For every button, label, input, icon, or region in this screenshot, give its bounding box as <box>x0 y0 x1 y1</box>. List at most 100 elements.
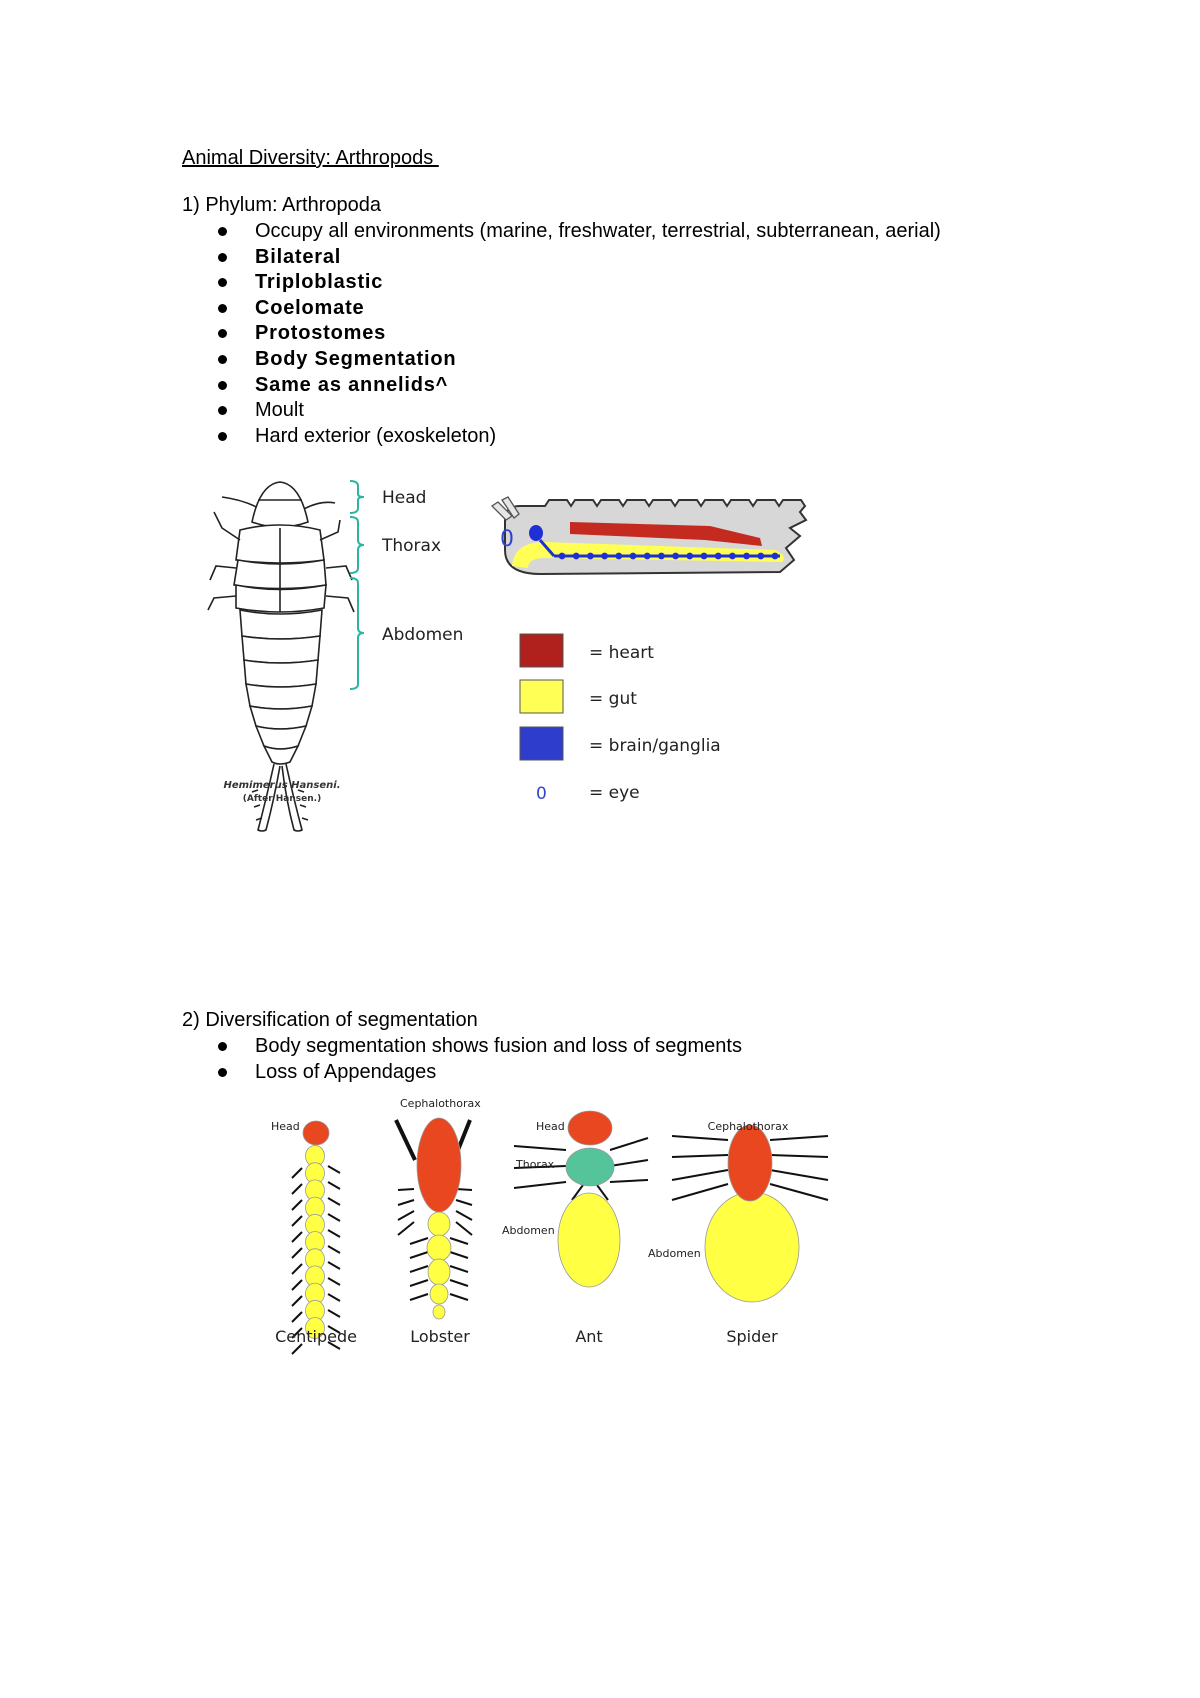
ganglion-dot <box>658 552 665 560</box>
bullet-text: Body Segmentation <box>255 347 457 370</box>
bullet-text: Moult <box>255 399 304 422</box>
legend-label: = brain/ganglia <box>589 736 721 756</box>
appendage-line <box>513 1181 567 1189</box>
appendage-line <box>327 1165 341 1174</box>
legend-label: = gut <box>589 689 637 709</box>
appendage-line <box>291 1215 303 1227</box>
bullet-dot-icon <box>218 278 227 288</box>
appendage-line <box>609 1179 649 1183</box>
head-label: Head <box>382 488 426 508</box>
ganglion-dot <box>629 552 637 560</box>
appendage-line <box>769 1183 829 1201</box>
appendage-line <box>455 1188 473 1191</box>
legend-label: = heart <box>589 643 654 663</box>
body-segment <box>429 1283 449 1305</box>
appendage-line <box>596 1184 609 1201</box>
legend-swatch <box>519 726 564 761</box>
appendage-line <box>291 1231 303 1243</box>
ganglion-dot <box>615 552 623 560</box>
appendage-line <box>769 1154 829 1158</box>
appendage-line <box>769 1135 829 1141</box>
bullet-text: Bilateral <box>255 245 342 268</box>
bullet-item: Occupy all environments (marine, freshwa… <box>210 219 941 245</box>
heart-shape <box>570 522 762 546</box>
section-heading-segmentation: 2) Diversification of segmentation <box>182 1009 478 1031</box>
bullet-text: Occupy all environments (marine, freshwa… <box>255 220 941 242</box>
insect-caption-species: Hemimerus Hanseni. <box>223 780 340 791</box>
appendage-line <box>449 1265 469 1273</box>
body-segment <box>427 1258 451 1286</box>
ant-head-label: Head <box>536 1120 565 1133</box>
bullet-text: Same as annelids^ <box>255 373 449 396</box>
appendage-line <box>409 1279 429 1287</box>
appendage-line <box>397 1199 415 1206</box>
appendage-line <box>291 1199 303 1211</box>
appendage-line <box>327 1245 341 1254</box>
ganglion-dot <box>686 552 694 560</box>
appendage-line <box>327 1293 341 1302</box>
ganglion-dot <box>729 552 736 560</box>
ganglion-dot <box>643 552 651 560</box>
bullet-item: Loss of Appendages <box>210 1060 742 1086</box>
appendage-line <box>671 1154 729 1158</box>
ganglion-dot <box>572 552 580 560</box>
bullet-dot-icon <box>218 303 227 313</box>
head-shape <box>567 1110 613 1146</box>
appendage-line <box>291 1327 303 1339</box>
bullet-item: Moult <box>210 398 941 424</box>
appendage-line <box>671 1135 729 1141</box>
legend-swatch <box>519 679 564 714</box>
bullet-item: Same as annelids^ <box>210 373 941 399</box>
appendage-line <box>327 1181 341 1190</box>
appendage-line <box>455 1221 473 1236</box>
ganglion-dot <box>714 552 722 560</box>
appendage-line <box>291 1247 303 1259</box>
thorax-bracket <box>349 516 365 574</box>
appendage-line <box>291 1295 303 1307</box>
bullet-item: Triploblastic <box>210 270 941 296</box>
insect-caption-source: (After Hansen.) <box>243 794 321 804</box>
body-plan-diagram: 0 <box>490 496 808 576</box>
appendage-line <box>449 1251 469 1259</box>
appendage-line <box>397 1221 415 1236</box>
appendage-line <box>455 1199 473 1206</box>
appendage-line <box>327 1341 341 1350</box>
bullet-dot-icon <box>218 329 227 339</box>
appendage-line <box>327 1229 341 1238</box>
bullet-text: Triploblastic <box>255 271 384 294</box>
spider-abdomen-label: Abdomen <box>648 1247 701 1260</box>
bullet-text: Loss of Appendages <box>255 1060 437 1083</box>
bullet-item: Protostomes <box>210 321 941 347</box>
appendage-line <box>291 1263 303 1275</box>
lobster-name: Lobster <box>410 1327 470 1346</box>
appendage-line <box>397 1188 415 1191</box>
bullet-dot-icon <box>218 406 227 416</box>
phylum-characteristics-list: Occupy all environments (marine, freshwa… <box>210 219 941 449</box>
body-segment <box>426 1234 452 1262</box>
appendage-line <box>409 1265 429 1273</box>
body-segment <box>305 1317 325 1339</box>
section-heading-phylum: 1) Phylum: Arthropoda <box>182 194 381 216</box>
ganglion-dot <box>743 552 750 560</box>
appendage-line <box>571 1184 584 1201</box>
body-segment <box>432 1304 446 1320</box>
appendage-line <box>671 1183 729 1201</box>
bullet-dot-icon <box>218 354 227 364</box>
bullet-dot-icon <box>218 380 227 390</box>
appendage-line <box>409 1293 429 1301</box>
appendage-line <box>609 1159 649 1167</box>
appendage-line <box>397 1210 415 1221</box>
bullet-dot-icon <box>218 1067 227 1077</box>
appendage-line <box>291 1279 303 1291</box>
appendage-line <box>409 1251 429 1259</box>
bullet-dot-icon <box>218 1042 227 1051</box>
appendage-line <box>291 1167 303 1179</box>
ant-abdomen-label: Abdomen <box>502 1224 555 1237</box>
appendage-line <box>327 1309 341 1318</box>
appendage-line <box>513 1165 567 1169</box>
abdomen-shape <box>704 1191 800 1303</box>
bullet-item: Bilateral <box>210 245 941 271</box>
abdomen-shape <box>557 1192 621 1288</box>
appendage-line <box>449 1237 469 1245</box>
